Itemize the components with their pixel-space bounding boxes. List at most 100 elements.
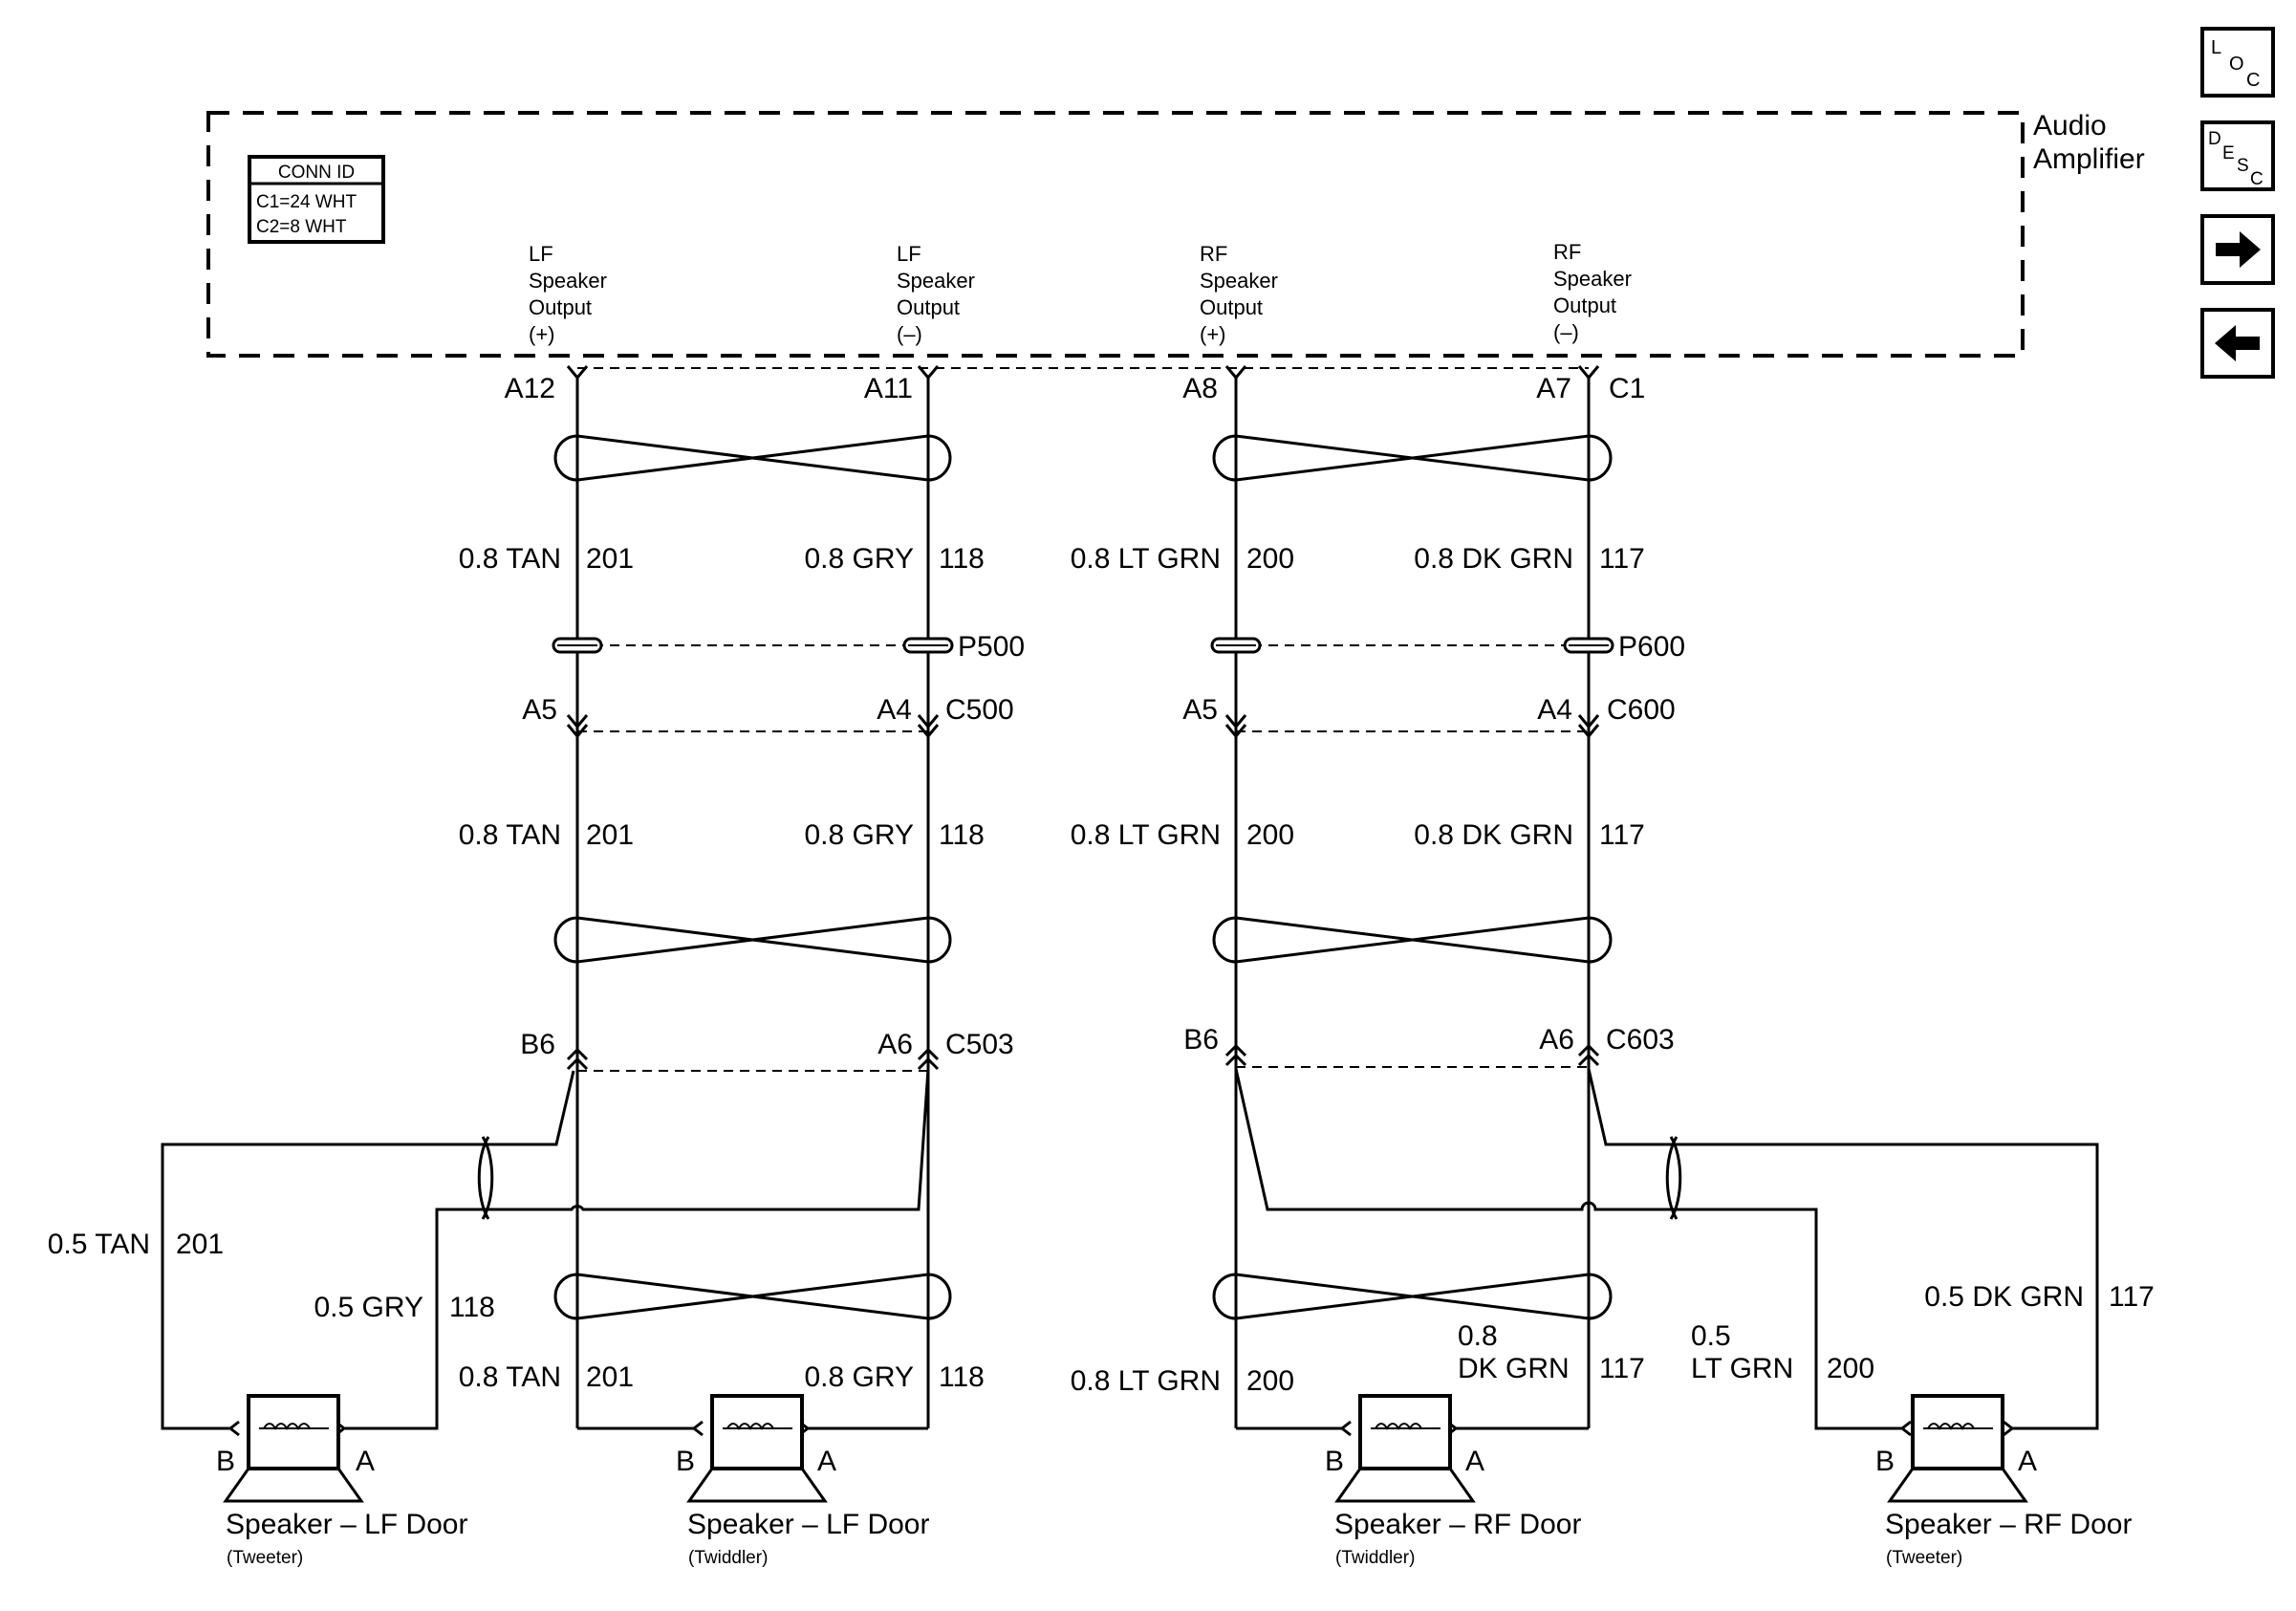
splice-p500: P500 — [552, 631, 1025, 663]
wire-size-ltgrn-mid: 0.8 LT GRN — [1071, 819, 1221, 851]
svg-text:(+): (+) — [1200, 322, 1226, 346]
coil-icon — [726, 1423, 774, 1430]
circuit-118-lf-twiddler: 118 — [939, 1361, 985, 1393]
amplifier-name-line1: Audio — [2033, 110, 2107, 142]
splice-p500-label: P500 — [958, 631, 1025, 663]
circuit-200-rf-twiddler: 200 — [1246, 1365, 1294, 1397]
speaker-lf-tweeter: B A Speaker – LF Door (Tweeter) — [216, 1394, 467, 1568]
prev-button[interactable] — [2200, 308, 2275, 379]
arrow-right-icon — [2216, 231, 2261, 268]
speaker-rf-tweeter-pin-b: B — [1875, 1446, 1895, 1477]
amplifier-boundary — [206, 111, 2025, 358]
svg-text:Output: Output — [897, 295, 960, 319]
c503-label: C503 — [945, 1029, 1014, 1060]
next-button[interactable] — [2200, 214, 2275, 285]
speaker-rf-twiddler: B A Speaker – RF Door (Twiddler) — [1325, 1394, 1581, 1568]
circuit-201-top: 201 — [586, 543, 634, 575]
svg-text:D: D — [2208, 129, 2221, 149]
pin-a12: A12 — [505, 373, 555, 404]
speaker-rf-twiddler-name: Speaker – RF Door — [1334, 1509, 1581, 1540]
connector-c603: B6 A6 C603 — [1183, 1024, 1675, 1068]
branch-wires — [161, 1068, 2099, 1430]
connector-c1-label: C1 — [1609, 373, 1645, 404]
c500-pin-a4: A4 — [877, 694, 912, 726]
speaker-rf-twiddler-pin-b: B — [1325, 1446, 1344, 1477]
output-label-lf-plus: LF Speaker Output (+) — [529, 242, 607, 346]
top-wire-labels: 0.8 TAN 201 0.8 GRY 118 0.8 LT GRN 200 0… — [459, 543, 1645, 575]
svg-text:Speaker: Speaker — [897, 269, 975, 293]
svg-text:Output: Output — [1200, 295, 1263, 319]
wire-size-lf-tweeter-tan: 0.5 TAN — [48, 1229, 150, 1260]
wire-size-rf-twiddler-dkgrn-l1: 0.8 — [1458, 1320, 1498, 1352]
wire-size-gry-mid: 0.8 GRY — [804, 819, 914, 851]
wire-size-rf-twiddler-dkgrn-l2: DK GRN — [1458, 1353, 1570, 1384]
wire-size-rf-tweeter-ltgrn-l2: LT GRN — [1691, 1353, 1793, 1384]
svg-text:(–): (–) — [1553, 320, 1579, 344]
svg-text:RF: RF — [1200, 242, 1227, 266]
speaker-lf-tweeter-pin-b: B — [216, 1446, 235, 1477]
connector-c503: B6 A6 C503 — [520, 1029, 1014, 1072]
bottom-wire-labels: 0.5 TAN 201 0.5 GRY 118 0.8 TAN 201 0.8 … — [48, 1229, 2155, 1397]
arrow-left-icon — [2215, 325, 2260, 361]
svg-text:Speaker: Speaker — [1553, 267, 1632, 291]
twisted-pair-rf-top — [1212, 434, 1613, 482]
svg-text:O: O — [2229, 54, 2244, 75]
pin-a8: A8 — [1182, 373, 1218, 404]
loc-button[interactable]: L O C — [2200, 27, 2275, 98]
speaker-lf-tweeter-sub: (Tweeter) — [227, 1548, 303, 1568]
c600-label: C600 — [1607, 694, 1676, 726]
speaker-lf-twiddler-pin-a: A — [817, 1446, 836, 1477]
svg-text:LF: LF — [529, 242, 553, 266]
circuit-117-mid: 117 — [1599, 819, 1645, 851]
svg-text:Output: Output — [529, 295, 592, 319]
connector-c500: A5 A4 C500 — [522, 694, 1014, 739]
c503-pin-b6: B6 — [520, 1029, 555, 1060]
conn-id-c1: C1=24 WHT — [256, 192, 357, 212]
wire-size-lf-twiddler-tan: 0.8 TAN — [459, 1361, 561, 1393]
amplifier-name-line2: Amplifier — [2033, 143, 2145, 175]
circuit-117-rf-twiddler: 117 — [1599, 1353, 1645, 1384]
circuit-201-lf-twiddler: 201 — [586, 1361, 634, 1393]
speaker-rf-tweeter-sub: (Tweeter) — [1886, 1548, 1962, 1568]
speaker-lf-twiddler-sub: (Twiddler) — [688, 1548, 768, 1568]
svg-text:(+): (+) — [529, 322, 555, 346]
splice-p600-label: P600 — [1618, 631, 1685, 663]
twisted-pair-lf-mid — [553, 916, 952, 964]
speaker-rf-twiddler-pin-a: A — [1465, 1446, 1484, 1477]
c603-label: C603 — [1606, 1024, 1675, 1056]
pin-a7: A7 — [1536, 373, 1571, 404]
speaker-rf-tweeter: B A Speaker – RF Door (Tweeter) — [1875, 1394, 2132, 1568]
desc-button[interactable]: D E S C — [2200, 120, 2275, 191]
trunk-wires — [575, 378, 1591, 1428]
wire-size-lf-twiddler-gry: 0.8 GRY — [804, 1361, 914, 1393]
wire-size-dkgrn-mid: 0.8 DK GRN — [1414, 819, 1573, 851]
c603-pin-b6: B6 — [1183, 1024, 1219, 1056]
conn-id-c2: C2=8 WHT — [256, 217, 347, 237]
mid-wire-labels: 0.8 TAN 201 0.8 GRY 118 0.8 LT GRN 200 0… — [459, 819, 1645, 851]
c603-pin-a6: A6 — [1539, 1024, 1574, 1056]
wire-size-dkgrn-top: 0.8 DK GRN — [1414, 543, 1573, 575]
wire-size-rf-twiddler-ltgrn: 0.8 LT GRN — [1071, 1365, 1221, 1397]
circuit-201-lf-tweeter: 201 — [176, 1229, 224, 1260]
svg-text:L: L — [2211, 37, 2221, 58]
circuit-118-mid: 118 — [939, 819, 985, 851]
twisted-pair-rf-mid — [1212, 916, 1613, 964]
speaker-lf-tweeter-pin-a: A — [356, 1446, 375, 1477]
twisted-pair-lf-bottom — [553, 1273, 952, 1320]
wire-size-rf-tweeter-ltgrn-l1: 0.5 — [1691, 1320, 1731, 1352]
coil-icon — [263, 1423, 311, 1430]
output-label-rf-plus: RF Speaker Output (+) — [1200, 242, 1278, 346]
circuit-117-top: 117 — [1599, 543, 1645, 575]
twisted-pair-rf-bottom — [1212, 1273, 1613, 1320]
wire-size-tan-mid: 0.8 TAN — [459, 819, 561, 851]
audio-amplifier: Audio Amplifier CONN ID C1=24 WHT C2=8 W… — [206, 110, 2145, 358]
svg-text:(–): (–) — [897, 322, 922, 346]
speaker-lf-twiddler: B A Speaker – LF Door (Twiddler) — [676, 1394, 929, 1568]
speaker-lf-tweeter-name: Speaker – LF Door — [226, 1509, 467, 1540]
connector-c600: A5 A4 C600 — [1182, 694, 1676, 739]
c600-pin-a4: A4 — [1537, 694, 1572, 726]
speaker-lf-twiddler-pin-b: B — [676, 1446, 695, 1477]
circuit-200-top: 200 — [1246, 543, 1294, 575]
coil-icon — [1375, 1423, 1422, 1430]
wire-size-lf-tweeter-gry: 0.5 GRY — [314, 1292, 423, 1323]
